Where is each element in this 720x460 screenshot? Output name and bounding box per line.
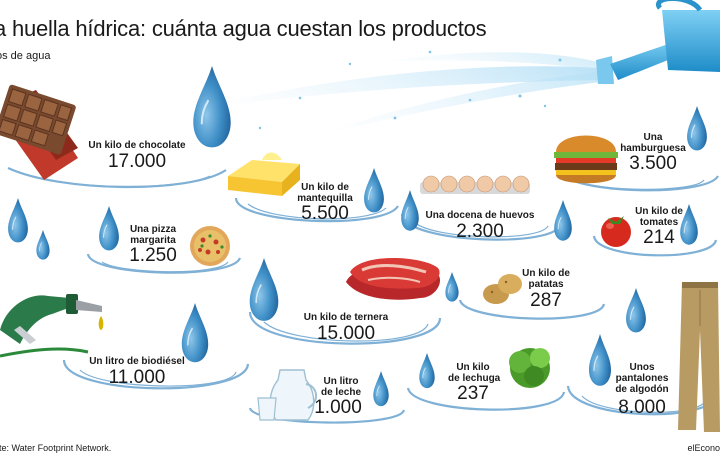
brand-logo: elEcono (687, 443, 720, 453)
tomato-icon (601, 216, 631, 247)
value-tomates: 214 (643, 227, 675, 248)
label-chocolate: Un kilo de chocolate (88, 140, 186, 151)
label-lechuga: Un kilo de lechuga (448, 362, 501, 384)
chocolate-icon (0, 84, 78, 180)
beef-steak-icon (346, 258, 441, 300)
label-huevos: Una docena de huevos (425, 210, 535, 221)
label-biodiesel: Un litro de biodiésel (89, 356, 185, 367)
value-leche: 1.000 (314, 397, 362, 418)
page-title: a huella hídrica: cuánta agua cuestan lo… (0, 16, 487, 41)
value-chocolate: 17.000 (107, 151, 167, 172)
value-ternera: 15.000 (316, 323, 376, 344)
eggs-icon (420, 175, 530, 194)
label-leche: Un litro de leche (320, 376, 362, 398)
lettuce-icon (509, 348, 550, 388)
label-hamburguesa: Una hamburguesa (620, 132, 686, 154)
watering-can-icon (190, 0, 720, 140)
hamburger-icon (554, 135, 618, 184)
pizza-icon (190, 226, 230, 266)
fuel-nozzle-icon (0, 294, 104, 358)
value-lechuga: 237 (457, 383, 489, 404)
butter-icon (228, 152, 300, 196)
label-pantalones: Unos pantalones de algodón (615, 362, 669, 395)
trousers-icon (678, 282, 720, 432)
label-pizza: Una pizza margarita (129, 224, 177, 246)
label-patatas: Un kilo de patatas (522, 268, 570, 290)
source-note: nte: Water Footprint Network. (0, 443, 112, 453)
value-huevos: 2.300 (456, 221, 504, 242)
label-tomates: Un kilo de tomates (635, 206, 683, 228)
label-mantequilla: Un kilo de mantequilla (297, 182, 353, 204)
milk-jug-icon (257, 369, 317, 421)
value-pizza: 1.250 (129, 245, 177, 266)
value-mantequilla: 5.500 (301, 203, 349, 224)
value-pantalones: 8.000 (618, 397, 666, 418)
value-hamburguesa: 3.500 (629, 153, 677, 174)
label-ternera: Un kilo de ternera (303, 312, 389, 323)
value-biodiesel: 11.000 (108, 367, 166, 388)
page-subtitle: os de agua (0, 50, 51, 62)
potatoes-icon (483, 274, 522, 304)
value-patatas: 287 (530, 290, 562, 311)
